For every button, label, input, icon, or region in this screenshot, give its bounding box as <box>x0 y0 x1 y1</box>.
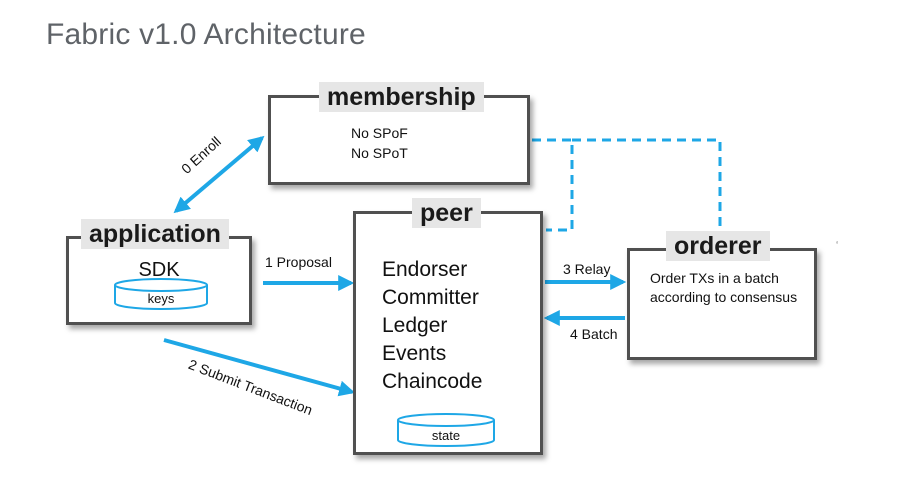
state-label: state <box>431 428 461 443</box>
sdk-label: SDK <box>138 259 180 281</box>
membership-orderer-dashed-link <box>572 138 722 240</box>
proposal-label: 1 Proposal <box>265 254 332 270</box>
membership-line-1: No SPoF <box>351 125 408 141</box>
relay-label: 3 Relay <box>563 261 611 277</box>
membership-line-2: No SPoT <box>351 145 408 161</box>
batch-label: 4 Batch <box>570 326 618 342</box>
orderer-description: Order TXs in a batch according to consen… <box>650 270 798 305</box>
page-title: Fabric v1.0 Architecture <box>46 18 366 51</box>
membership-peer-dashed-link <box>532 138 574 232</box>
application-box: application SDK keys <box>66 219 252 325</box>
stray-mark: ‘ <box>836 240 839 251</box>
database-icon <box>114 278 208 310</box>
membership-box: membership No SPoF No SPoT <box>268 82 530 185</box>
state-database: state <box>396 412 496 448</box>
orderer-box: orderer Order TXs in a batch according t… <box>627 231 817 360</box>
application-title: application <box>81 219 229 249</box>
keys-label: keys <box>147 291 175 306</box>
database-icon <box>397 413 495 447</box>
keys-database: keys <box>113 277 209 311</box>
enroll-arrow <box>173 135 265 214</box>
membership-title: membership <box>319 82 484 112</box>
peer-box: peer Endorser Committer Ledger Events Ch… <box>353 198 543 455</box>
peer-roles: Endorser Committer Ledger Events Chainco… <box>382 256 482 396</box>
peer-role: Chaincode <box>382 370 483 393</box>
peer-role: Committer <box>382 286 479 309</box>
peer-role: Endorser <box>382 258 468 281</box>
peer-title: peer <box>412 198 481 228</box>
submit-arrow <box>163 338 356 397</box>
orderer-title: orderer <box>666 231 770 261</box>
peer-role: Events <box>382 342 447 365</box>
peer-role: Ledger <box>382 314 448 337</box>
